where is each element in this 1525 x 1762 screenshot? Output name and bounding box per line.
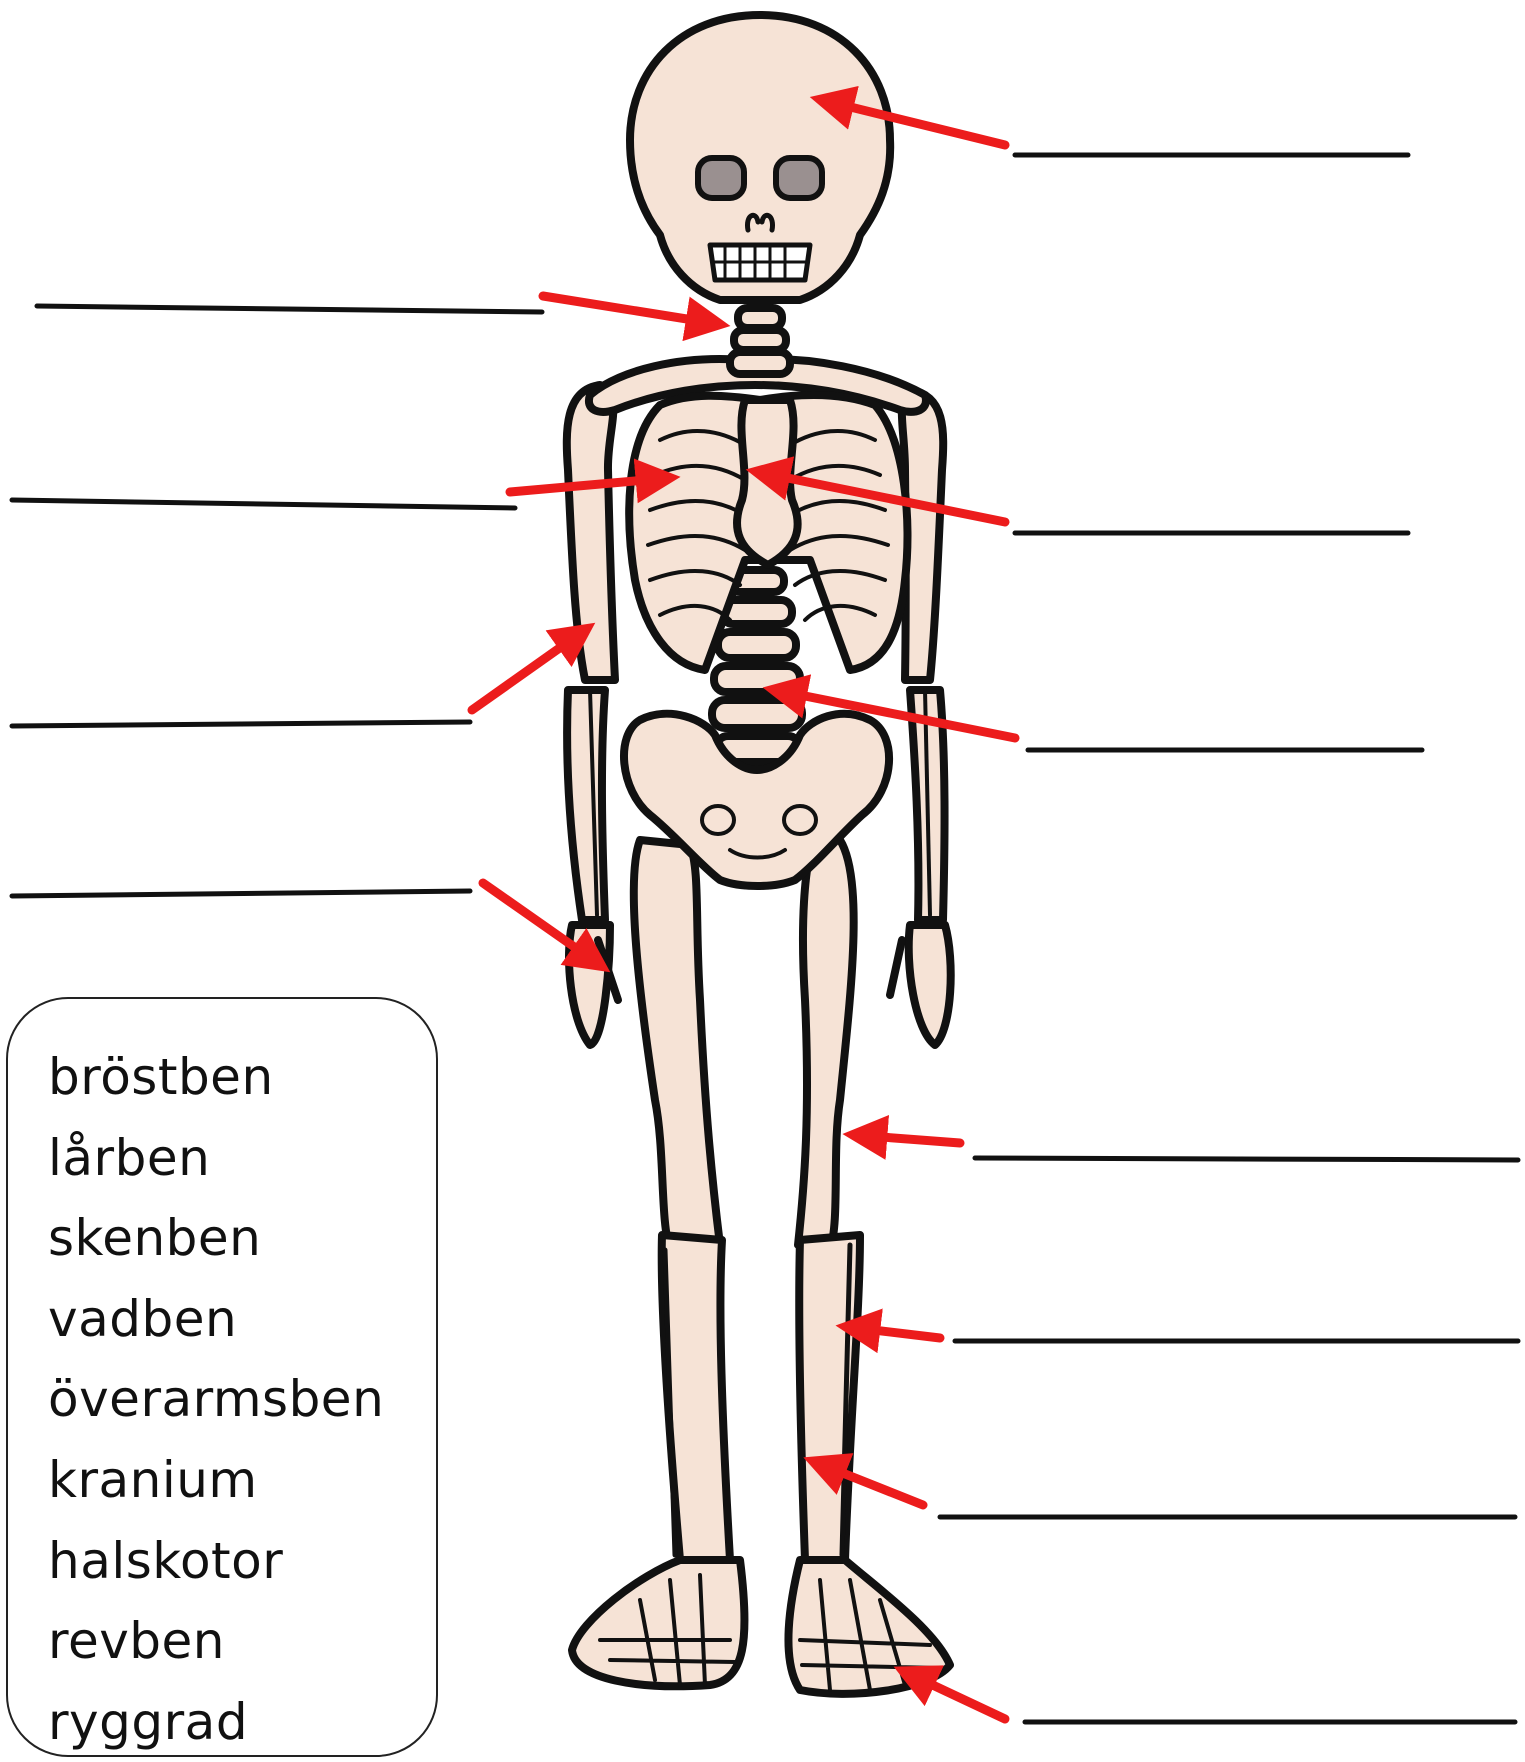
right-leg [798,840,860,1560]
word-bank-item: ryggrad [48,1682,384,1762]
right-foot [788,1560,950,1694]
arrow-femur [855,1135,960,1143]
answer-line-7[interactable] [12,891,470,896]
left-foot [572,1560,745,1686]
answer-line-3[interactable] [12,500,515,508]
word-bank: bröstben lårben skenben vadben överarmsb… [6,997,438,1757]
word-bank-item: bröstben [48,1037,384,1118]
arrow-foot [905,1672,1005,1719]
answer-line-2[interactable] [37,306,542,312]
word-bank-item: skenben [48,1198,384,1279]
arrow-fibula [848,1327,940,1338]
answer-line-8[interactable] [975,1158,1518,1160]
word-bank-item: lårben [48,1118,384,1199]
neck-vertebrae [730,308,790,374]
arrow-neck [543,296,718,324]
word-bank-item: överarmsben [48,1359,384,1440]
word-bank-item: halskotor [48,1521,384,1602]
word-list: bröstben lårben skenben vadben överarmsb… [48,1037,384,1762]
answer-line-5[interactable] [12,722,470,726]
word-bank-item: kranium [48,1440,384,1521]
left-leg [634,840,730,1560]
word-bank-item: revben [48,1601,384,1682]
skeleton-figure [567,15,951,1694]
word-bank-item: vadben [48,1279,384,1360]
